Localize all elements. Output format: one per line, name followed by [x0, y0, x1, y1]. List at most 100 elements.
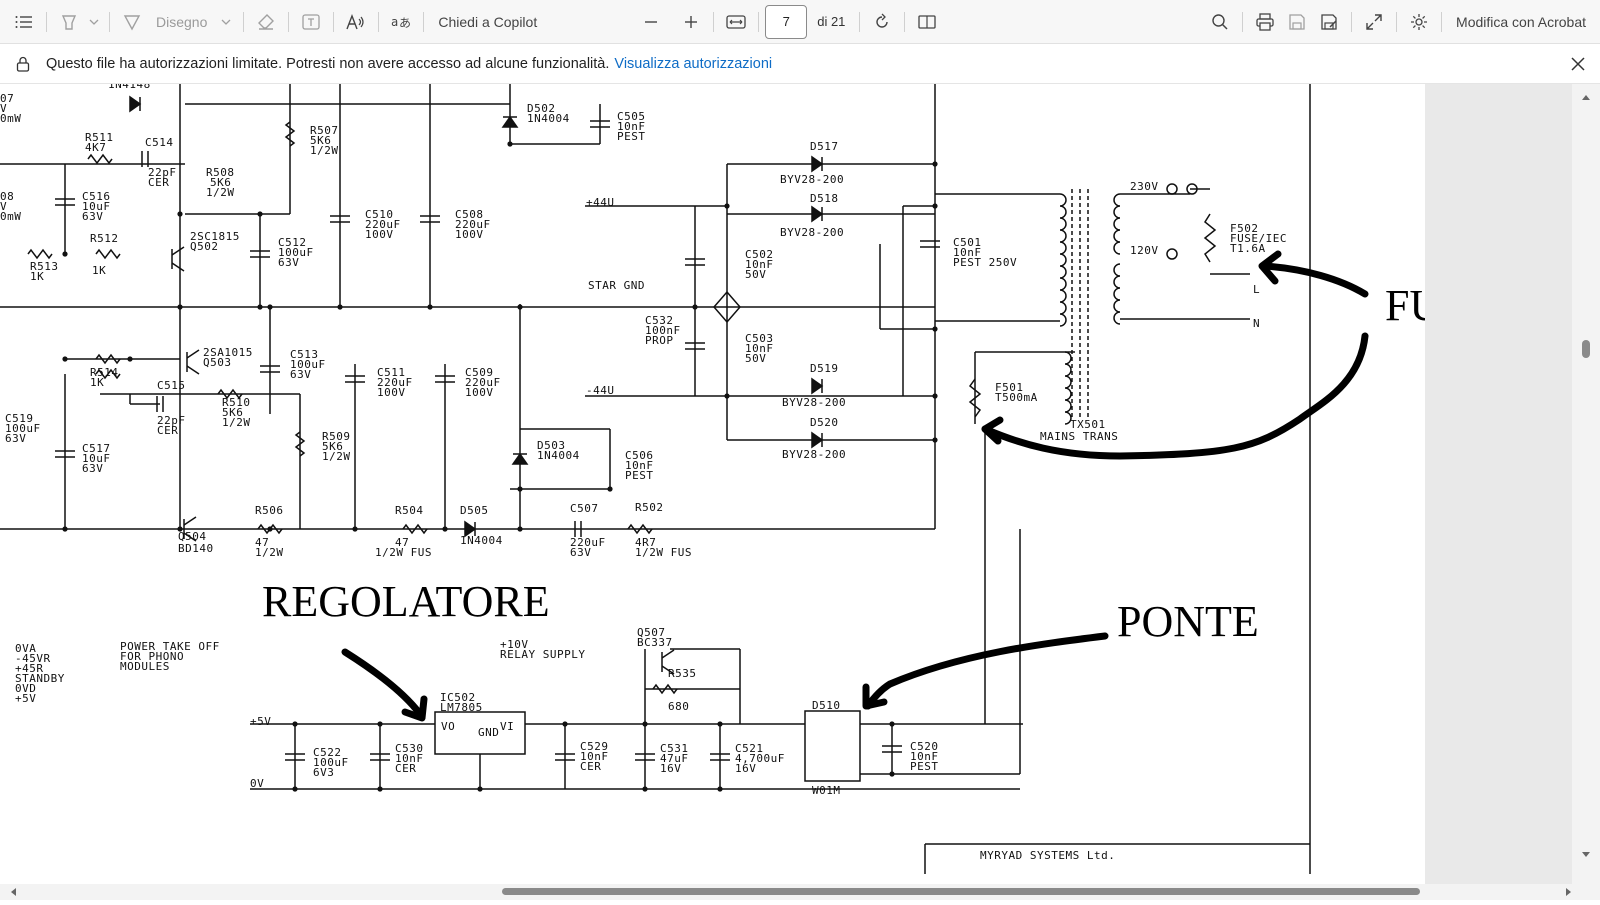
schematic-label: 63V — [278, 256, 299, 269]
rotate-icon[interactable] — [866, 6, 898, 38]
scroll-thumb — [1582, 340, 1590, 358]
schematic-label: 50V — [745, 352, 766, 365]
schematic-label: BYV28-200 — [780, 226, 844, 239]
schematic-label: 1/2W FUS — [635, 546, 692, 559]
schematic-label: 16V — [660, 762, 681, 775]
schematic-label: 1N4004 — [460, 534, 503, 547]
schematic-label: BC337 — [637, 636, 673, 649]
copilot-button[interactable]: Chiedi a Copilot — [430, 6, 545, 38]
schematic-label: 0mW — [0, 112, 21, 125]
schematic-label: CER — [580, 760, 601, 773]
schematic-label: 1K — [30, 270, 44, 283]
toolbar-separator — [109, 12, 110, 32]
schematic-label: 1/2W — [222, 416, 251, 429]
schematic-label: 1K — [90, 376, 104, 389]
toolbar-separator — [1351, 12, 1352, 32]
draw-label[interactable]: Disegno — [148, 6, 215, 38]
schematic-label: 680 — [668, 700, 689, 713]
fit-page-icon[interactable] — [720, 6, 752, 38]
schematic-label: LM7805 — [440, 701, 483, 714]
schematic-label: 0V — [250, 777, 264, 790]
schematic-label: MYRYAD SYSTEMS Ltd. — [980, 849, 1115, 862]
page-view-icon[interactable] — [911, 6, 943, 38]
schematic-label: D518 — [810, 192, 839, 205]
page-total: di 21 — [807, 14, 853, 29]
schematic-label: PEST — [910, 760, 939, 773]
horizontal-scrollbar[interactable] — [0, 884, 1600, 900]
toolbar-separator — [904, 12, 905, 32]
zoom-in-icon[interactable] — [675, 6, 707, 38]
permissions-notice: Questo file ha autorizzazioni limitate. … — [0, 44, 1600, 84]
schematic-label: 1N4004 — [527, 112, 570, 125]
schematic-label: 63V — [82, 462, 103, 475]
save-as-icon[interactable] — [1313, 6, 1345, 38]
schematic-label: 0mW — [0, 210, 21, 223]
schematic-label: GND — [478, 726, 499, 739]
toolbar: Disegno aあ Chiedi a Copilot di 21 — [0, 0, 1600, 44]
vertical-scrollbar[interactable] — [1572, 84, 1600, 884]
schematic-label: C507 — [570, 502, 599, 515]
draw-icon[interactable] — [116, 6, 148, 38]
schematic-label: W01M — [812, 784, 841, 797]
zoom-out-icon[interactable] — [635, 6, 667, 38]
schematic-label: R512 — [90, 232, 119, 245]
close-icon[interactable] — [1556, 57, 1600, 71]
scroll-up-icon — [1582, 95, 1590, 100]
schematic-label: PEST — [625, 469, 654, 482]
schematic-label: STAR GND — [588, 279, 645, 292]
highlight-icon[interactable] — [53, 6, 85, 38]
schematic-label: 1/2W — [206, 186, 235, 199]
schematic-label: C515 — [157, 379, 186, 392]
schematic-label: 4K7 — [85, 141, 106, 154]
schematic-label: MAINS TRANS — [1040, 430, 1118, 443]
schematic-label: PEST 250V — [953, 256, 1017, 269]
schematic-label: +5V — [250, 715, 271, 728]
toolbar-separator — [288, 12, 289, 32]
page-number-input[interactable] — [765, 5, 807, 39]
schematic-label: R506 — [255, 504, 284, 517]
search-icon[interactable] — [1204, 6, 1236, 38]
schematic-label: 100V — [455, 228, 484, 241]
schematic-label: T1.6A — [1230, 242, 1266, 255]
schematic-label: CER — [148, 176, 169, 189]
fullscreen-icon[interactable] — [1358, 6, 1390, 38]
schematic-label: 230V — [1130, 180, 1159, 193]
read-aloud-icon[interactable] — [340, 6, 372, 38]
edit-with-acrobat-button[interactable]: Modifica con Acrobat — [1448, 6, 1600, 38]
annotation-ponte: PONTE — [1117, 597, 1259, 646]
settings-icon[interactable] — [1403, 6, 1435, 38]
toolbar-separator — [1441, 12, 1442, 32]
schematic-label: D517 — [810, 140, 839, 153]
scroll-left-icon — [11, 888, 16, 896]
toolbar-separator — [859, 12, 860, 32]
toolbar-separator — [1396, 12, 1397, 32]
schematic-label: D520 — [810, 416, 839, 429]
chevron-down-icon[interactable] — [215, 6, 237, 38]
schematic-label: 1/2W FUS — [375, 546, 432, 559]
scroll-right-icon — [1566, 888, 1571, 896]
text-box-icon[interactable] — [295, 6, 327, 38]
schematic-label: 100V — [377, 386, 406, 399]
svg-text:a: a — [391, 15, 398, 29]
schematic-label: N — [1253, 317, 1260, 330]
schematic-label: PROP — [645, 334, 674, 347]
schematic-label: BD140 — [178, 542, 214, 555]
view-permissions-link[interactable]: Visualizza autorizzazioni — [614, 56, 772, 72]
schematic-label: D510 — [812, 699, 841, 712]
print-icon[interactable] — [1249, 6, 1281, 38]
annotation-regolatore: REGOLATORE — [262, 577, 550, 626]
schematic-label: -44U — [586, 384, 615, 397]
schematic-label: BYV28-200 — [780, 173, 844, 186]
toolbar-separator — [713, 12, 714, 32]
save-icon[interactable] — [1281, 6, 1313, 38]
schematic-label: 120V — [1130, 244, 1159, 257]
chevron-down-icon[interactable] — [85, 6, 103, 38]
contents-icon[interactable] — [8, 6, 40, 38]
erase-icon[interactable] — [250, 6, 282, 38]
schematic-label: 100V — [465, 386, 494, 399]
schematic-label: 63V — [290, 368, 311, 381]
